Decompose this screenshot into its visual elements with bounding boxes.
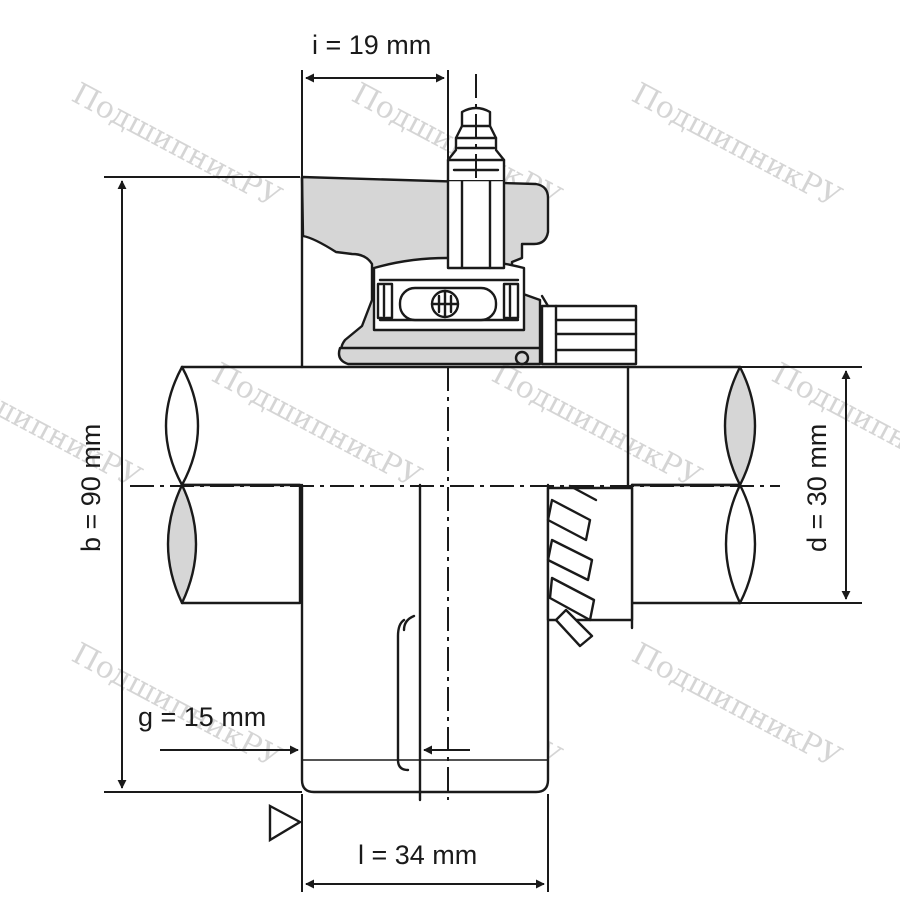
watermark-text: ПодшипникРУ: [766, 356, 900, 496]
center-lines: [130, 74, 780, 800]
dimension-d-label: d = 30 mm: [802, 424, 832, 552]
locking-collar: [540, 294, 638, 648]
watermark-text: ПодшипникРУ: [626, 76, 847, 216]
watermark-text: ПодшипникРУ: [206, 356, 427, 496]
watermark-text: ПодшипникРУ: [626, 636, 847, 776]
dimension-l-label: l = 34 mm: [358, 840, 477, 870]
watermark-text: ПодшипникРУ: [486, 356, 707, 496]
dimension-g-label: g = 15 mm: [138, 702, 266, 732]
datum-triangle-icon: [268, 804, 303, 843]
inner-ring-sleeve: [300, 483, 550, 802]
watermark-text: ПодшипникРУ: [0, 356, 147, 496]
bearing-insert: [372, 256, 526, 332]
dimension-d: [740, 366, 862, 604]
dimension-b: [104, 176, 302, 793]
watermark-text: ПодшипникРУ: [66, 76, 287, 216]
dimension-i: [301, 70, 449, 180]
dimension-b-label: b = 90 mm: [76, 424, 106, 552]
dimension-l: [301, 794, 549, 892]
dimension-i-label: i = 19 mm: [312, 30, 431, 60]
